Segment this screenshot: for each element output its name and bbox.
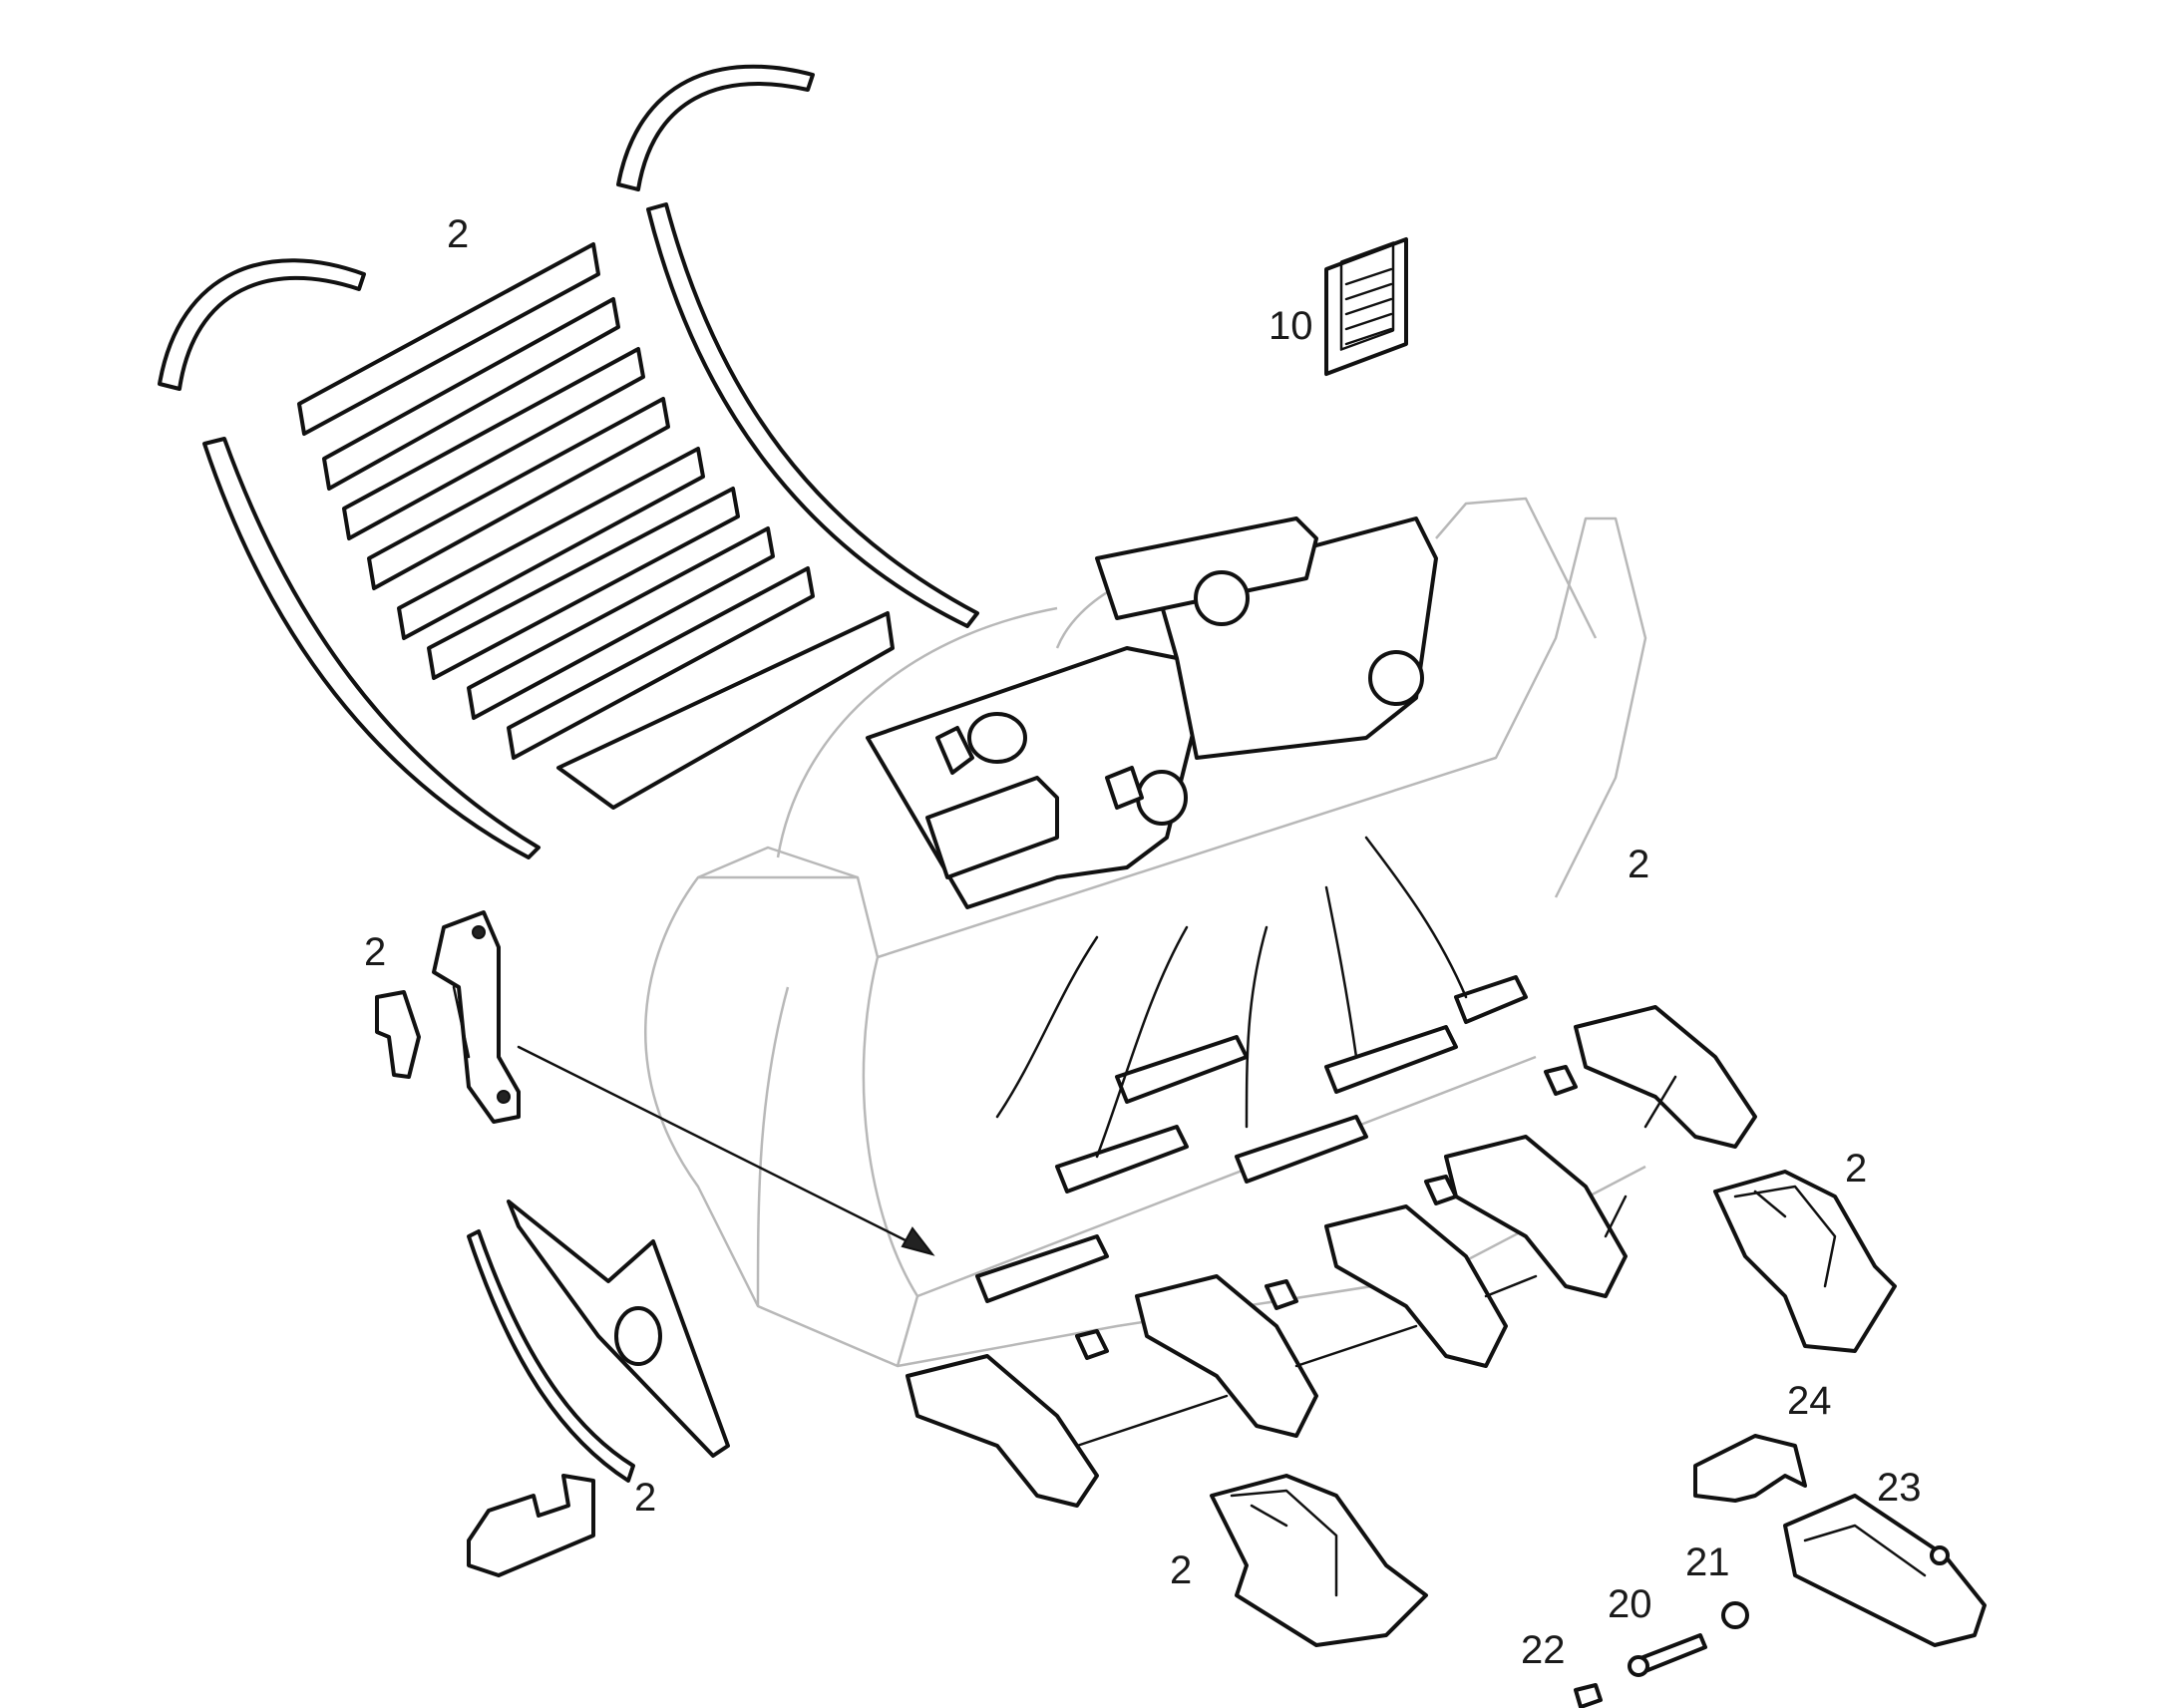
hinge-brackets (866, 516, 1438, 909)
part-20-pin (1628, 1633, 1707, 1677)
callout-20: 20 (1608, 1582, 1652, 1626)
callout-23: 23 (1877, 1466, 1922, 1510)
callout-document: 10 (1269, 304, 1313, 348)
part-23-tooth-tip (1783, 1494, 1987, 1647)
side-cutter-parts (467, 1199, 730, 1577)
callout-22: 22 (1521, 1628, 1566, 1672)
callout-adapter: 2 (364, 930, 386, 974)
wear-plates-group (158, 64, 979, 859)
replacement-tooth-right (1713, 1170, 1897, 1353)
callout-side-cutter: 2 (634, 1476, 656, 1520)
part-24-retainer (1693, 1434, 1807, 1503)
part-21-washer (1721, 1601, 1749, 1629)
callout-wear-plates: 2 (447, 212, 469, 256)
adapter-clip (375, 910, 521, 1124)
manual-document-icon (1324, 237, 1408, 376)
assembly-arrow (517, 1045, 935, 1256)
part-22-bushing (1574, 1683, 1603, 1708)
replacement-tooth-bottom (1210, 1474, 1428, 1647)
bucket-teeth-row (906, 1005, 1757, 1508)
callout-tooth-right: 2 (1845, 1147, 1867, 1191)
callout-24: 24 (1787, 1379, 1832, 1423)
bucket-body (644, 497, 1647, 1368)
bucket-ribs (975, 836, 1528, 1303)
callout-tooth-bottom: 2 (1170, 1548, 1192, 1592)
callout-bucket-side: 2 (1628, 843, 1649, 886)
callout-21: 21 (1685, 1540, 1730, 1584)
